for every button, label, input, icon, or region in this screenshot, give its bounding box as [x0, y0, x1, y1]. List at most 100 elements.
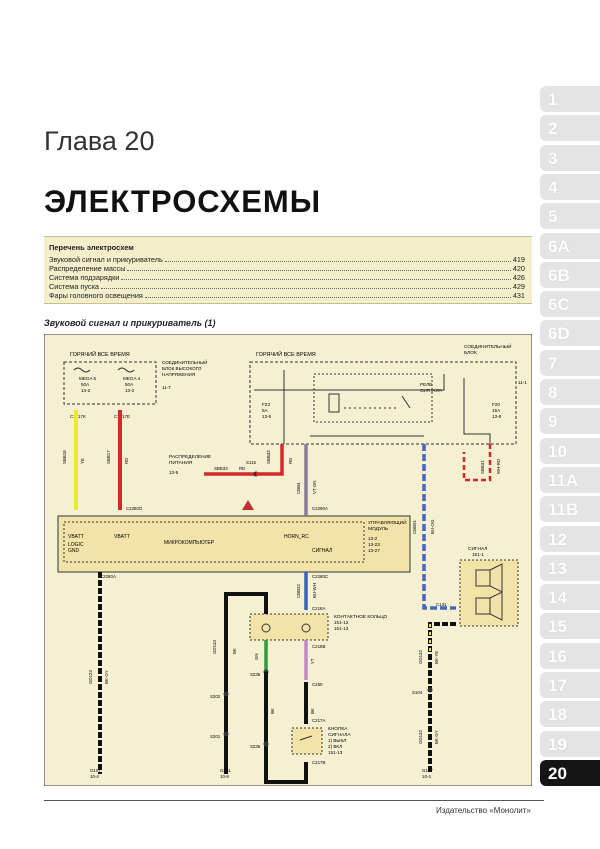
svg-text:GN: GN [254, 653, 259, 660]
svg-text:БЛОК ВЫСОКОГО: БЛОК ВЫСОКОГО [162, 366, 202, 371]
chapter-tab-6A[interactable]: 6A [540, 232, 600, 259]
svg-text:НАПРЯЖЕНИЯ: НАПРЯЖЕНИЯ [162, 372, 195, 377]
svg-text:BK-YE: BK-YE [434, 651, 439, 664]
chapter-tab-5[interactable]: 5 [540, 203, 600, 230]
svg-text:BK-GY: BK-GY [104, 670, 109, 684]
svg-text:5A: 5A [262, 408, 269, 413]
svg-text:11-1: 11-1 [518, 380, 527, 385]
svg-text:SBB17: SBB17 [106, 450, 111, 464]
svg-text:151-1: 151-1 [472, 552, 484, 557]
svg-text:S202: S202 [210, 694, 221, 699]
svg-text:10-8: 10-8 [220, 774, 229, 779]
label-relay: РЕЛЕ [420, 382, 432, 387]
label-hot-right: ГОРЯЧИЙ ВСЕ ВРЕМЯ [256, 350, 316, 358]
svg-text:WH-RD: WH-RD [496, 459, 501, 474]
svg-text:13-2: 13-2 [125, 388, 135, 393]
svg-text:50A: 50A [125, 382, 134, 387]
svg-text:15A: 15A [492, 408, 501, 413]
chapter-tab-6C[interactable]: 6C [540, 291, 600, 318]
chapter-tab-11A[interactable]: 11A [540, 466, 600, 493]
svg-text:G107: G107 [422, 768, 433, 773]
section-title: Звуковой сигнал и прикуриватель (1) [44, 318, 216, 328]
svg-text:13-2: 13-2 [368, 536, 378, 541]
svg-text:C2280G: C2280G [126, 506, 143, 511]
svg-text:SBB18: SBB18 [62, 450, 67, 464]
fuse-f23: F23 5A 13-5 [262, 402, 272, 419]
svg-text:F23: F23 [262, 402, 270, 407]
svg-text:RD: RD [124, 458, 129, 464]
label-hot-left: ГОРЯЧИЙ ВСЕ ВРЕМЯ [70, 350, 130, 358]
chapter-tab-10[interactable]: 10 [540, 437, 600, 464]
svg-text:151-12: 151-12 [334, 620, 349, 625]
chapter-tab-17[interactable]: 17 [540, 672, 600, 698]
svg-text:CBB32: CBB32 [296, 584, 301, 598]
svg-text:13-27: 13-27 [368, 548, 380, 553]
chapter-tab-8[interactable]: 8 [540, 379, 600, 405]
chapter-tab-12[interactable]: 12 [540, 525, 600, 552]
publisher-footer: Издательство «Монолит» [436, 806, 531, 815]
svg-text:13-6: 13-6 [492, 414, 502, 419]
svg-text:2) ВКЛ: 2) ВКЛ [328, 744, 342, 749]
svg-text:10-4: 10-4 [90, 774, 99, 779]
svg-text:S236: S236 [250, 744, 261, 749]
svg-text:GD132: GD132 [418, 730, 423, 744]
svg-text:C218B: C218B [312, 644, 325, 649]
chapter-tab-15[interactable]: 15 [540, 613, 600, 640]
label-hv-block: СОЕДИНИТЕЛЬНЫЙ [162, 358, 207, 365]
chapter-tab-16[interactable]: 16 [540, 642, 600, 669]
svg-text:C2280C: C2280C [312, 574, 328, 579]
footer-divider [44, 800, 544, 801]
svg-text:151-13: 151-13 [328, 750, 343, 755]
svg-text:CBB4: CBB4 [296, 482, 301, 494]
svg-text:MEGA 4: MEGA 4 [123, 376, 141, 381]
chapter-tab-1[interactable]: 1 [540, 86, 600, 112]
chapter-tab-18[interactable]: 18 [540, 701, 600, 728]
chapter-tab-20[interactable]: 20 [540, 759, 600, 786]
svg-text:10-4: 10-4 [422, 774, 431, 779]
svg-text:YE: YE [80, 458, 85, 464]
chapter-tab-2[interactable]: 2 [540, 115, 600, 142]
label-horn-button: КНОПКА [328, 726, 348, 732]
svg-text:GD133: GD133 [212, 640, 217, 654]
svg-text:GD123: GD123 [88, 670, 93, 684]
svg-text:1) ВЫКЛ: 1) ВЫКЛ [328, 738, 346, 743]
svg-text:VBATT: VBATT [68, 534, 84, 540]
chapter-tab-14[interactable]: 14 [540, 584, 600, 611]
svg-text:GD132: GD132 [418, 650, 423, 664]
svg-text:HORN_RC: HORN_RC [284, 534, 309, 540]
svg-text:SBB33: SBB33 [266, 450, 271, 464]
toc-box: Перечень электросхем Звуковой сигнал и п… [44, 236, 532, 304]
label-contact-ring: КОНТАКТНОЕ КОЛЬЦО [334, 614, 388, 620]
label-ctrl-module: УПРАВЛЯЮЩИЙ [368, 518, 407, 526]
svg-text:BK: BK [310, 708, 315, 714]
chapter-tab-6D[interactable]: 6D [540, 320, 600, 347]
svg-text:C2280A: C2280A [312, 506, 328, 511]
chapter-tab-3[interactable]: 3 [540, 144, 600, 171]
svg-text:MEGA 5: MEGA 5 [79, 376, 97, 381]
svg-text:C218A: C218A [312, 606, 325, 611]
svg-text:SBB33: SBB33 [214, 466, 228, 471]
label-junction: СОЕДИНИТЕЛЬНЫЙ [464, 342, 512, 350]
svg-text:S115: S115 [246, 460, 256, 465]
svg-text:BK: BK [232, 648, 237, 654]
chapter-tab-19[interactable]: 19 [540, 730, 600, 757]
chapter-tab-7[interactable]: 7 [540, 349, 600, 376]
chapter-heading: Глава 20 [44, 126, 155, 156]
chapter-tab-13[interactable]: 13 [540, 554, 600, 581]
chapter-tab-4[interactable]: 4 [540, 173, 600, 200]
svg-text:151-13: 151-13 [334, 626, 349, 631]
chapter-tab-9[interactable]: 9 [540, 408, 600, 435]
svg-text:S201: S201 [210, 734, 221, 739]
svg-text:G107: G107 [90, 768, 101, 773]
label-power-dist: РАСПРЕДЕЛЕНИЕ [169, 454, 211, 460]
svg-text:BK: BK [270, 708, 275, 714]
chapter-tab-11B[interactable]: 11B [540, 496, 600, 523]
page-title: ЭЛЕКТРОСХЕМЫ [44, 183, 322, 220]
chapter-tab-6B[interactable]: 6B [540, 261, 600, 288]
svg-text:LOGIC: LOGIC [68, 542, 84, 548]
